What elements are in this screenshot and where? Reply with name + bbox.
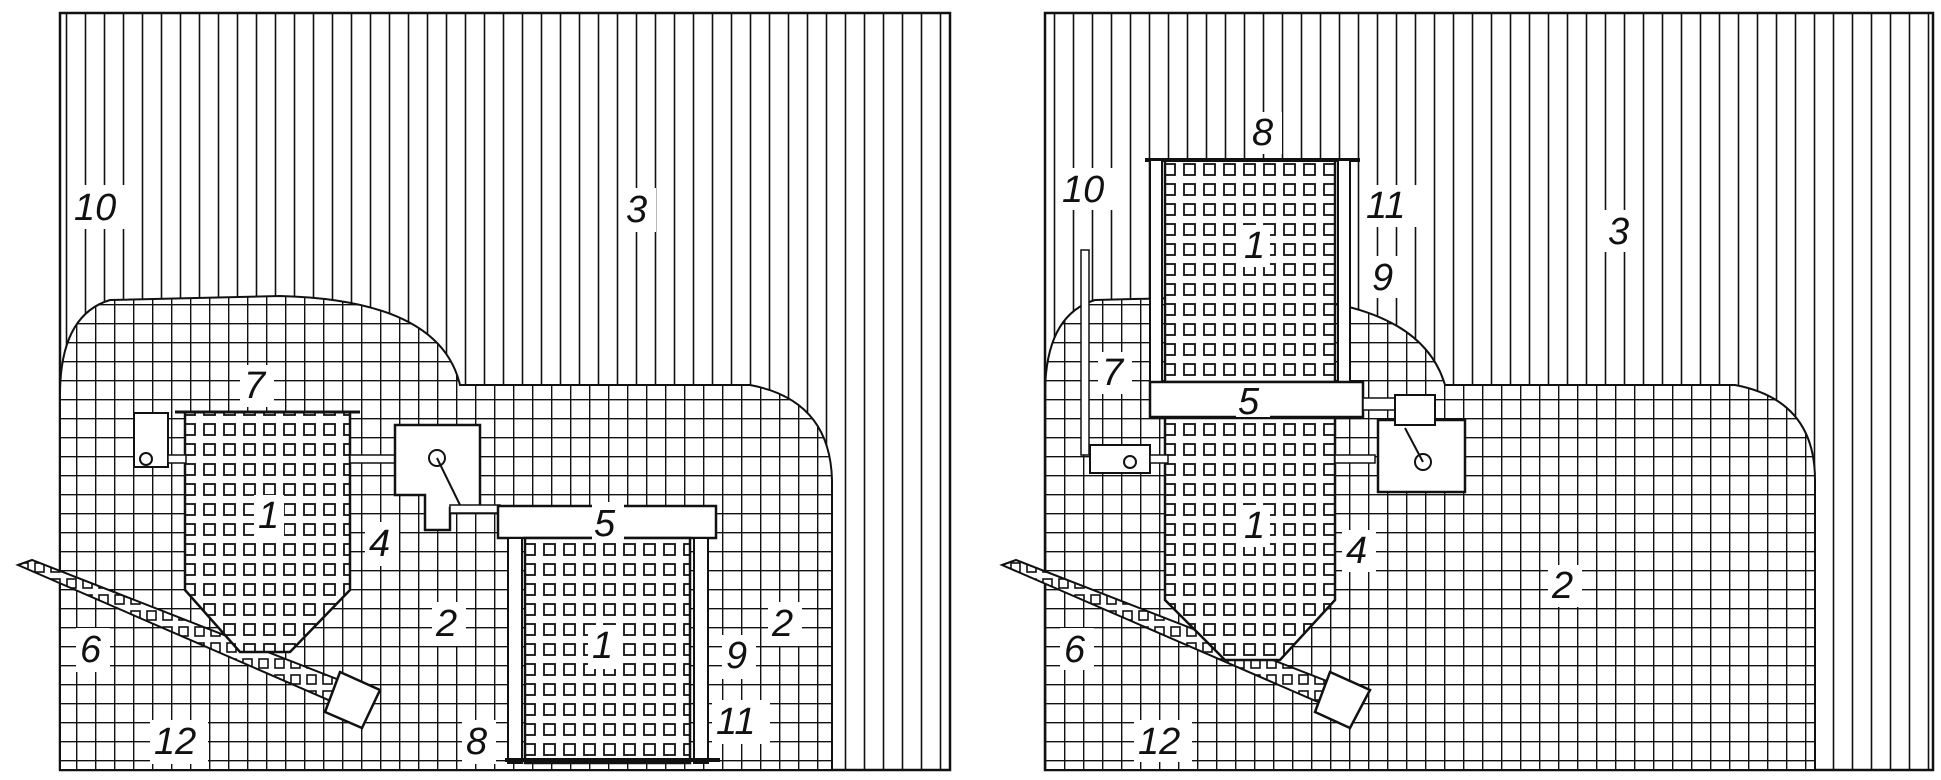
left-label-4-group: 4 [365, 522, 399, 566]
right-label-9: 9 [1372, 257, 1393, 299]
left-label-3: 3 [626, 189, 647, 231]
right-cage-upper [1145, 158, 1360, 384]
left-label-8: 8 [466, 721, 487, 763]
left-label-1-lower-group: 1 [588, 625, 618, 669]
left-label-10-group: 10 [70, 185, 128, 229]
left-label-1-lower: 1 [592, 625, 613, 667]
left-label-7: 7 [244, 365, 267, 407]
right-label-1-upper: 1 [1244, 225, 1265, 267]
left-label-9: 9 [726, 635, 747, 677]
right-label-3: 3 [1608, 211, 1629, 253]
left-label-9-group: 9 [722, 635, 756, 679]
right-label-1-lower: 1 [1244, 505, 1265, 547]
right-label-8: 8 [1252, 112, 1273, 154]
left-label-10: 10 [74, 187, 116, 229]
left-label-6-group: 6 [76, 628, 110, 672]
right-label-5: 5 [1238, 381, 1260, 423]
right-label-10: 10 [1062, 169, 1104, 211]
left-mechanism-4 [393, 423, 501, 532]
left-label-12-group: 12 [150, 720, 208, 764]
left-panel [15, 11, 952, 772]
right-label-1-upper-group: 1 [1240, 225, 1270, 267]
right-rod-10 [1080, 249, 1090, 456]
left-label-4: 4 [369, 523, 390, 565]
left-conveyor-6 [15, 558, 382, 730]
left-label-1-upper: 1 [258, 495, 279, 537]
left-label-2-right-group: 2 [768, 602, 802, 646]
left-labels: 10 3 7 1 4 5 2 2 [70, 185, 802, 764]
right-label-11-group: 11 [1362, 185, 1420, 227]
left-label-5-group: 5 [592, 502, 624, 545]
right-label-3-group: 3 [1604, 210, 1638, 253]
right-label-5-group: 5 [1236, 381, 1270, 423]
right-label-12-group: 12 [1134, 720, 1192, 763]
left-label-7-group: 7 [240, 365, 274, 407]
right-label-10-group: 10 [1058, 168, 1116, 211]
right-label-4: 4 [1346, 530, 1367, 572]
left-label-1-upper-group: 1 [254, 495, 284, 539]
right-label-12: 12 [1138, 721, 1180, 763]
left-label-8-group: 8 [462, 720, 496, 764]
right-labels: 8 10 11 3 1 9 7 5 [1058, 112, 1638, 763]
left-label-2-center: 2 [435, 603, 457, 645]
right-label-6: 6 [1064, 629, 1086, 671]
right-label-7-group: 7 [1098, 352, 1132, 394]
right-panel [999, 11, 1935, 772]
right-label-2-group: 2 [1548, 565, 1582, 607]
left-label-11-group: 11 [712, 700, 770, 744]
right-label-7: 7 [1102, 352, 1125, 394]
right-mechanism-4 [1362, 394, 1467, 494]
left-label-2-right: 2 [771, 603, 793, 645]
left-label-3-group: 3 [622, 188, 656, 232]
right-label-1-lower-group: 1 [1240, 505, 1270, 547]
left-label-5: 5 [594, 503, 616, 545]
left-label-2-center-group: 2 [432, 602, 466, 646]
left-label-12: 12 [154, 721, 196, 763]
right-conveyor-6 [999, 558, 1372, 730]
right-label-6-group: 6 [1060, 628, 1094, 671]
left-label-6: 6 [80, 629, 102, 671]
right-label-11: 11 [1366, 185, 1405, 227]
right-label-2: 2 [1551, 565, 1573, 607]
right-label-4-group: 4 [1342, 530, 1376, 572]
right-label-9-group: 9 [1368, 256, 1402, 299]
left-label-11: 11 [716, 701, 755, 743]
right-label-8-group: 8 [1248, 112, 1282, 154]
